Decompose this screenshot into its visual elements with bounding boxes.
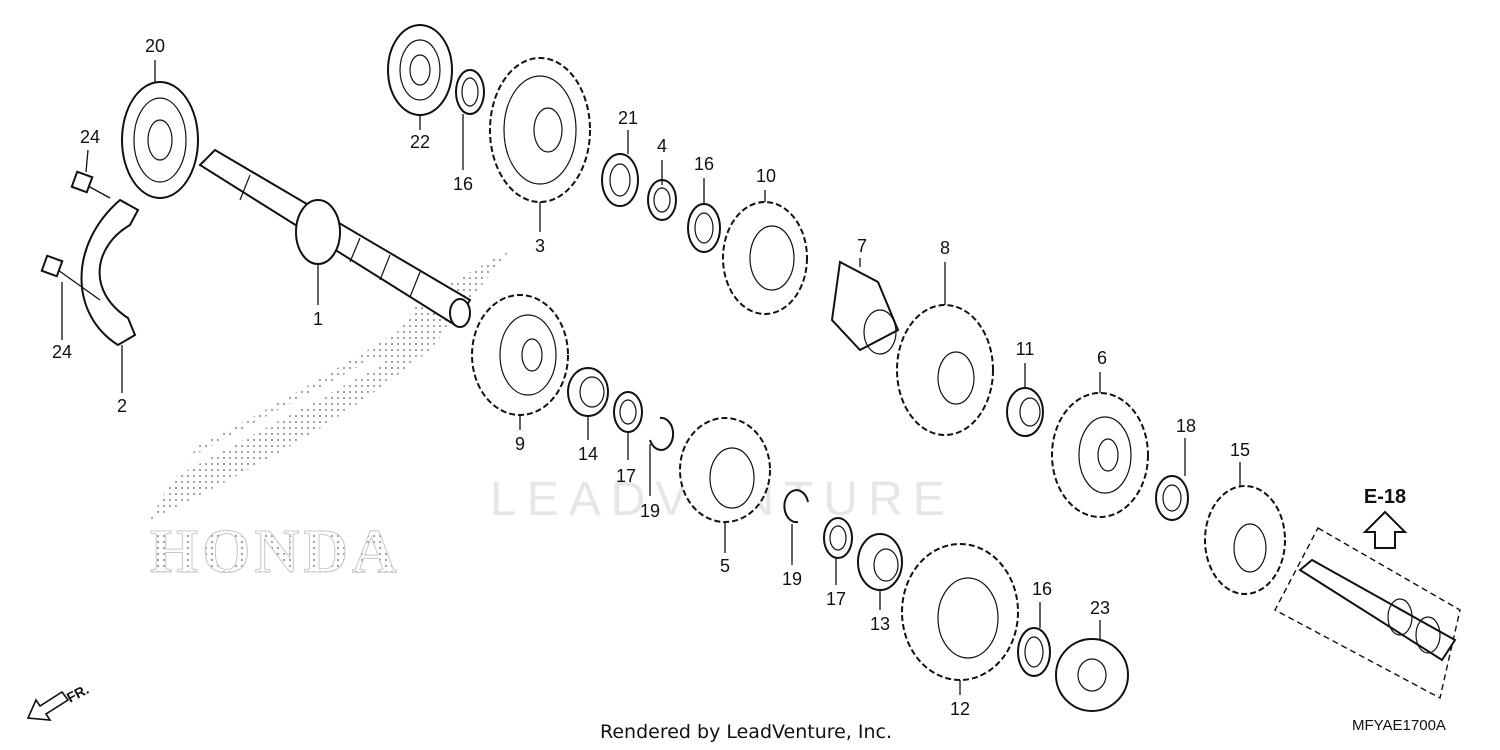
callout-17a: 17 — [616, 466, 636, 486]
diagram-code: MFYAE1700A — [1352, 717, 1446, 734]
mainshaft-part-1 — [198, 148, 472, 328]
gear-part-6 — [1051, 392, 1149, 518]
callout-23: 23 — [1090, 598, 1110, 618]
callout-13: 13 — [870, 614, 890, 634]
gear-part-9 — [471, 294, 569, 416]
bolt-part-24a — [70, 170, 111, 199]
callout-18: 18 — [1176, 416, 1196, 436]
callout-1: 1 — [313, 309, 323, 329]
washer-16c — [1017, 627, 1051, 677]
needle-bearing-part-13 — [857, 533, 903, 591]
circlip-19b — [783, 489, 809, 524]
rendered-by-footer: Rendered by LeadVenture, Inc. — [600, 721, 892, 743]
gear-part-10 — [722, 201, 808, 315]
honda-brand-text: HONDA — [150, 518, 401, 586]
spline-washer-17a — [613, 391, 643, 433]
callout-8: 8 — [940, 238, 950, 258]
bearing-part-23 — [1055, 638, 1129, 712]
callout-19a: 19 — [640, 501, 660, 521]
callout-24b: 24 — [52, 342, 72, 362]
gear-part-3 — [489, 57, 591, 203]
washer-16b — [687, 203, 721, 253]
gear-part-12 — [901, 543, 1019, 681]
leader-lines — [61, 60, 1241, 695]
callout-14: 14 — [578, 444, 598, 464]
bearing-part-22 — [387, 24, 453, 116]
callout-3: 3 — [535, 236, 545, 256]
callout-22: 22 — [410, 132, 430, 152]
washer-18 — [1155, 475, 1189, 521]
bolt-part-24b — [40, 254, 101, 301]
callout-16a: 16 — [453, 174, 473, 194]
front-direction-label: FR. — [64, 681, 91, 706]
callout-7: 7 — [857, 236, 867, 256]
spline-washer-17b — [823, 517, 853, 559]
bushing-part-11 — [1006, 387, 1044, 437]
callout-10: 10 — [756, 166, 776, 186]
callout-24a: 24 — [80, 127, 100, 147]
callout-4: 4 — [657, 136, 667, 156]
honda-wing-logo — [150, 250, 510, 520]
callout-17b: 17 — [826, 589, 846, 609]
callout-12: 12 — [950, 699, 970, 719]
callout-21: 21 — [618, 108, 638, 128]
washer-16a — [455, 69, 485, 115]
callout-labels: 1 2 3 4 5 6 7 8 9 10 11 12 13 14 15 16 1… — [52, 36, 1250, 719]
callout-20: 20 — [145, 36, 165, 56]
gear-part-5 — [679, 417, 771, 523]
callout-11: 11 — [1016, 339, 1035, 359]
callout-5: 5 — [720, 556, 730, 576]
callout-15: 15 — [1230, 440, 1250, 460]
gear-part-8 — [896, 304, 994, 436]
bushing-part-14 — [567, 367, 609, 417]
callout-6: 6 — [1097, 348, 1107, 368]
reference-arrow-up — [1362, 510, 1408, 549]
callout-19b: 19 — [782, 569, 802, 589]
needle-bearing-part-21 — [601, 153, 639, 207]
reference-label-e18: E-18 — [1364, 486, 1406, 508]
callout-16b: 16 — [694, 154, 714, 174]
callout-2: 2 — [117, 396, 127, 416]
circlip-19a — [649, 416, 675, 451]
needle-bearing-part-7 — [830, 260, 900, 355]
countershaft-reference-box — [1274, 527, 1461, 700]
plate-part-2 — [80, 198, 140, 347]
bushing-part-4 — [647, 179, 677, 221]
callout-9: 9 — [515, 434, 525, 454]
front-direction-arrow: FR. — [26, 681, 91, 721]
bearing-part-20 — [121, 81, 199, 199]
callout-16c: 16 — [1032, 579, 1052, 599]
gear-part-15 — [1204, 485, 1286, 595]
